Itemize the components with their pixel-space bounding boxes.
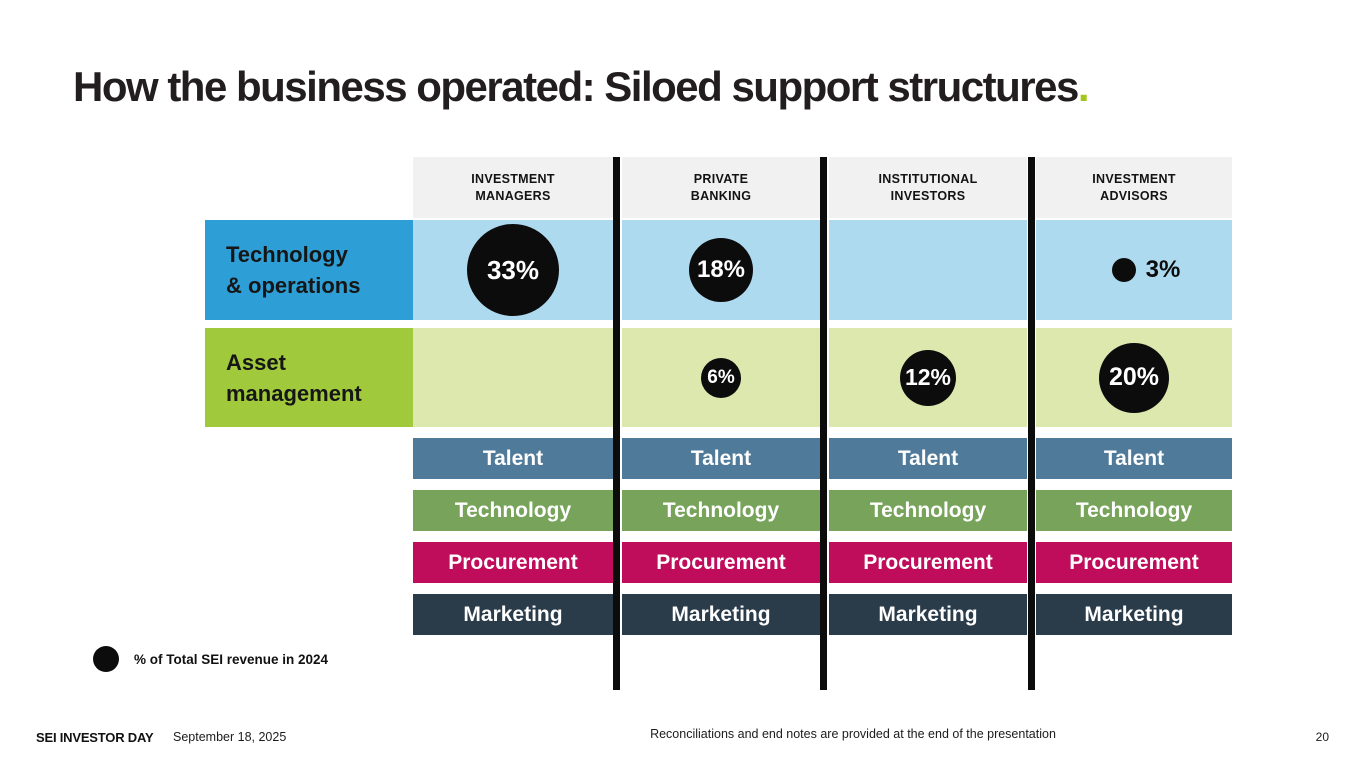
support-bar-talent-investment-managers: Talent (413, 438, 613, 479)
legend-circle-icon (93, 646, 119, 672)
row-label-line: management (226, 380, 362, 406)
column-header-line: PRIVATE (693, 171, 749, 186)
matrix-cell-technology-operations-investment-managers: 33% (413, 220, 613, 320)
matrix-cell-technology-operations-institutional-investors (829, 220, 1027, 320)
revenue-circle: 12% (900, 349, 956, 406)
support-bar-marketing-private-banking: Marketing (622, 594, 820, 635)
matrix-cell-technology-operations-investment-advisors: 3% (1036, 220, 1232, 320)
support-bar-technology-investment-advisors: Technology (1036, 490, 1232, 531)
support-bar-technology-private-banking: Technology (622, 490, 820, 531)
support-bar-procurement-institutional-investors: Procurement (829, 542, 1027, 583)
column-header-investment-advisors: INVESTMENT ADVISORS (1036, 157, 1232, 218)
slide-title: How the business operated: Siloed suppor… (73, 63, 1090, 110)
matrix-cell-asset-management-private-banking: 6% (622, 328, 820, 427)
support-bar-marketing-investment-managers: Marketing (413, 594, 613, 635)
support-bar-talent-institutional-investors: Talent (829, 438, 1027, 479)
support-bar-marketing-investment-advisors: Marketing (1036, 594, 1232, 635)
column-header-investment-managers: INVESTMENT MANAGERS (413, 157, 613, 218)
column-header-line: INVESTMENT (1092, 171, 1176, 186)
page-number: 20 (1315, 730, 1329, 744)
revenue-circle (1111, 258, 1136, 282)
revenue-circle: 6% (701, 357, 741, 398)
column-header-line: INSTITUTIONAL (878, 171, 978, 186)
column-header-institutional-investors: INSTITUTIONAL INVESTORS (829, 157, 1027, 218)
row-label-line: Technology (226, 242, 348, 267)
slide-title-text: How the business operated: Siloed suppor… (73, 63, 1079, 110)
matrix-cell-asset-management-investment-advisors: 20% (1036, 328, 1232, 427)
matrix-cell-asset-management-investment-managers (413, 328, 613, 427)
revenue-circle: 20% (1099, 342, 1169, 413)
support-bar-procurement-private-banking: Procurement (622, 542, 820, 583)
footer-date: September 18, 2025 (173, 730, 287, 744)
revenue-value-label: 3% (1145, 256, 1181, 283)
support-bar-talent-investment-advisors: Talent (1036, 438, 1232, 479)
row-label-line: & operations (226, 273, 361, 298)
footer-brand: SEI INVESTOR DAY (36, 730, 154, 745)
column-header-line: ADVISORS (1100, 188, 1168, 203)
row-label-technology-operations: Technology & operations (205, 220, 413, 320)
row-label-line: Asset (226, 349, 286, 375)
support-bar-marketing-institutional-investors: Marketing (829, 594, 1027, 635)
support-bar-technology-institutional-investors: Technology (829, 490, 1027, 531)
slide-title-accent-period: . (1077, 63, 1090, 110)
footer-note: Reconciliations and end notes are provid… (650, 727, 1056, 741)
column-divider (820, 157, 827, 690)
support-bar-procurement-investment-managers: Procurement (413, 542, 613, 583)
support-bar-technology-investment-managers: Technology (413, 490, 613, 531)
column-divider (613, 157, 620, 690)
column-header-private-banking: PRIVATE BANKING (622, 157, 820, 218)
column-divider (1028, 157, 1035, 690)
legend-label: % of Total SEI revenue in 2024 (134, 651, 329, 667)
column-header-line: INVESTORS (890, 188, 966, 203)
support-bar-procurement-investment-advisors: Procurement (1036, 542, 1232, 583)
column-header-line: BANKING (690, 188, 752, 203)
row-label-asset-management: Asset management (205, 328, 413, 427)
revenue-marker-group: 3% (1111, 256, 1181, 284)
column-header-line: INVESTMENT (471, 171, 555, 186)
matrix-cell-technology-operations-private-banking: 18% (622, 220, 820, 320)
revenue-circle: 18% (689, 238, 753, 302)
legend: % of Total SEI revenue in 2024 (93, 646, 328, 672)
column-header-line: MANAGERS (475, 188, 551, 203)
matrix-cell-asset-management-institutional-investors: 12% (829, 328, 1027, 427)
support-bar-talent-private-banking: Talent (622, 438, 820, 479)
revenue-circle: 33% (467, 224, 559, 316)
